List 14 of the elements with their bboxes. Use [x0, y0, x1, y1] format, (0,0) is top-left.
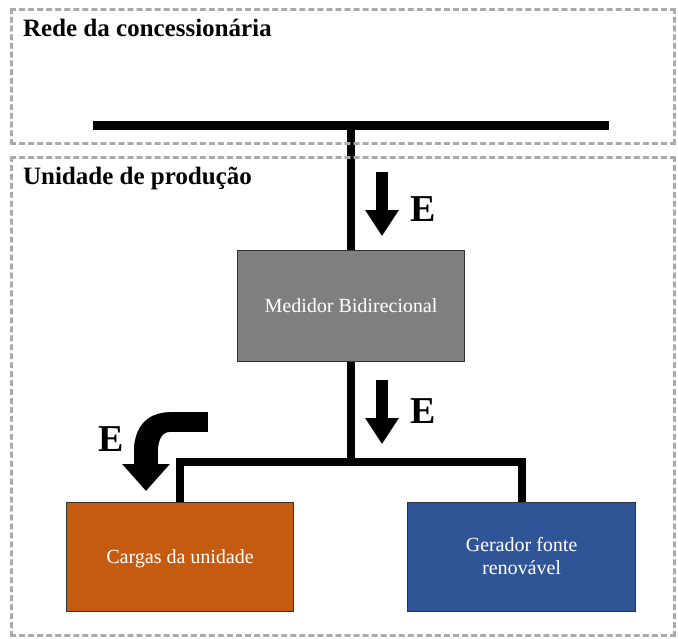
region-title: Rede da concessionária — [23, 15, 272, 43]
box-label: Medidor Bidirecional — [264, 294, 438, 318]
box-label: Cargas da unidade — [106, 546, 254, 568]
region-title: Unidade de produção — [23, 163, 252, 191]
energy-label: E — [98, 420, 124, 458]
dashed-region — [10, 8, 676, 145]
box-label: Gerador fonte renovável — [464, 534, 578, 580]
dashed-region — [10, 156, 676, 637]
process-box — [407, 502, 636, 612]
process-box — [237, 250, 465, 362]
energy-label: E — [410, 392, 436, 430]
energy-label: E — [410, 190, 436, 228]
process-box — [66, 502, 294, 612]
busbar — [93, 121, 609, 130]
